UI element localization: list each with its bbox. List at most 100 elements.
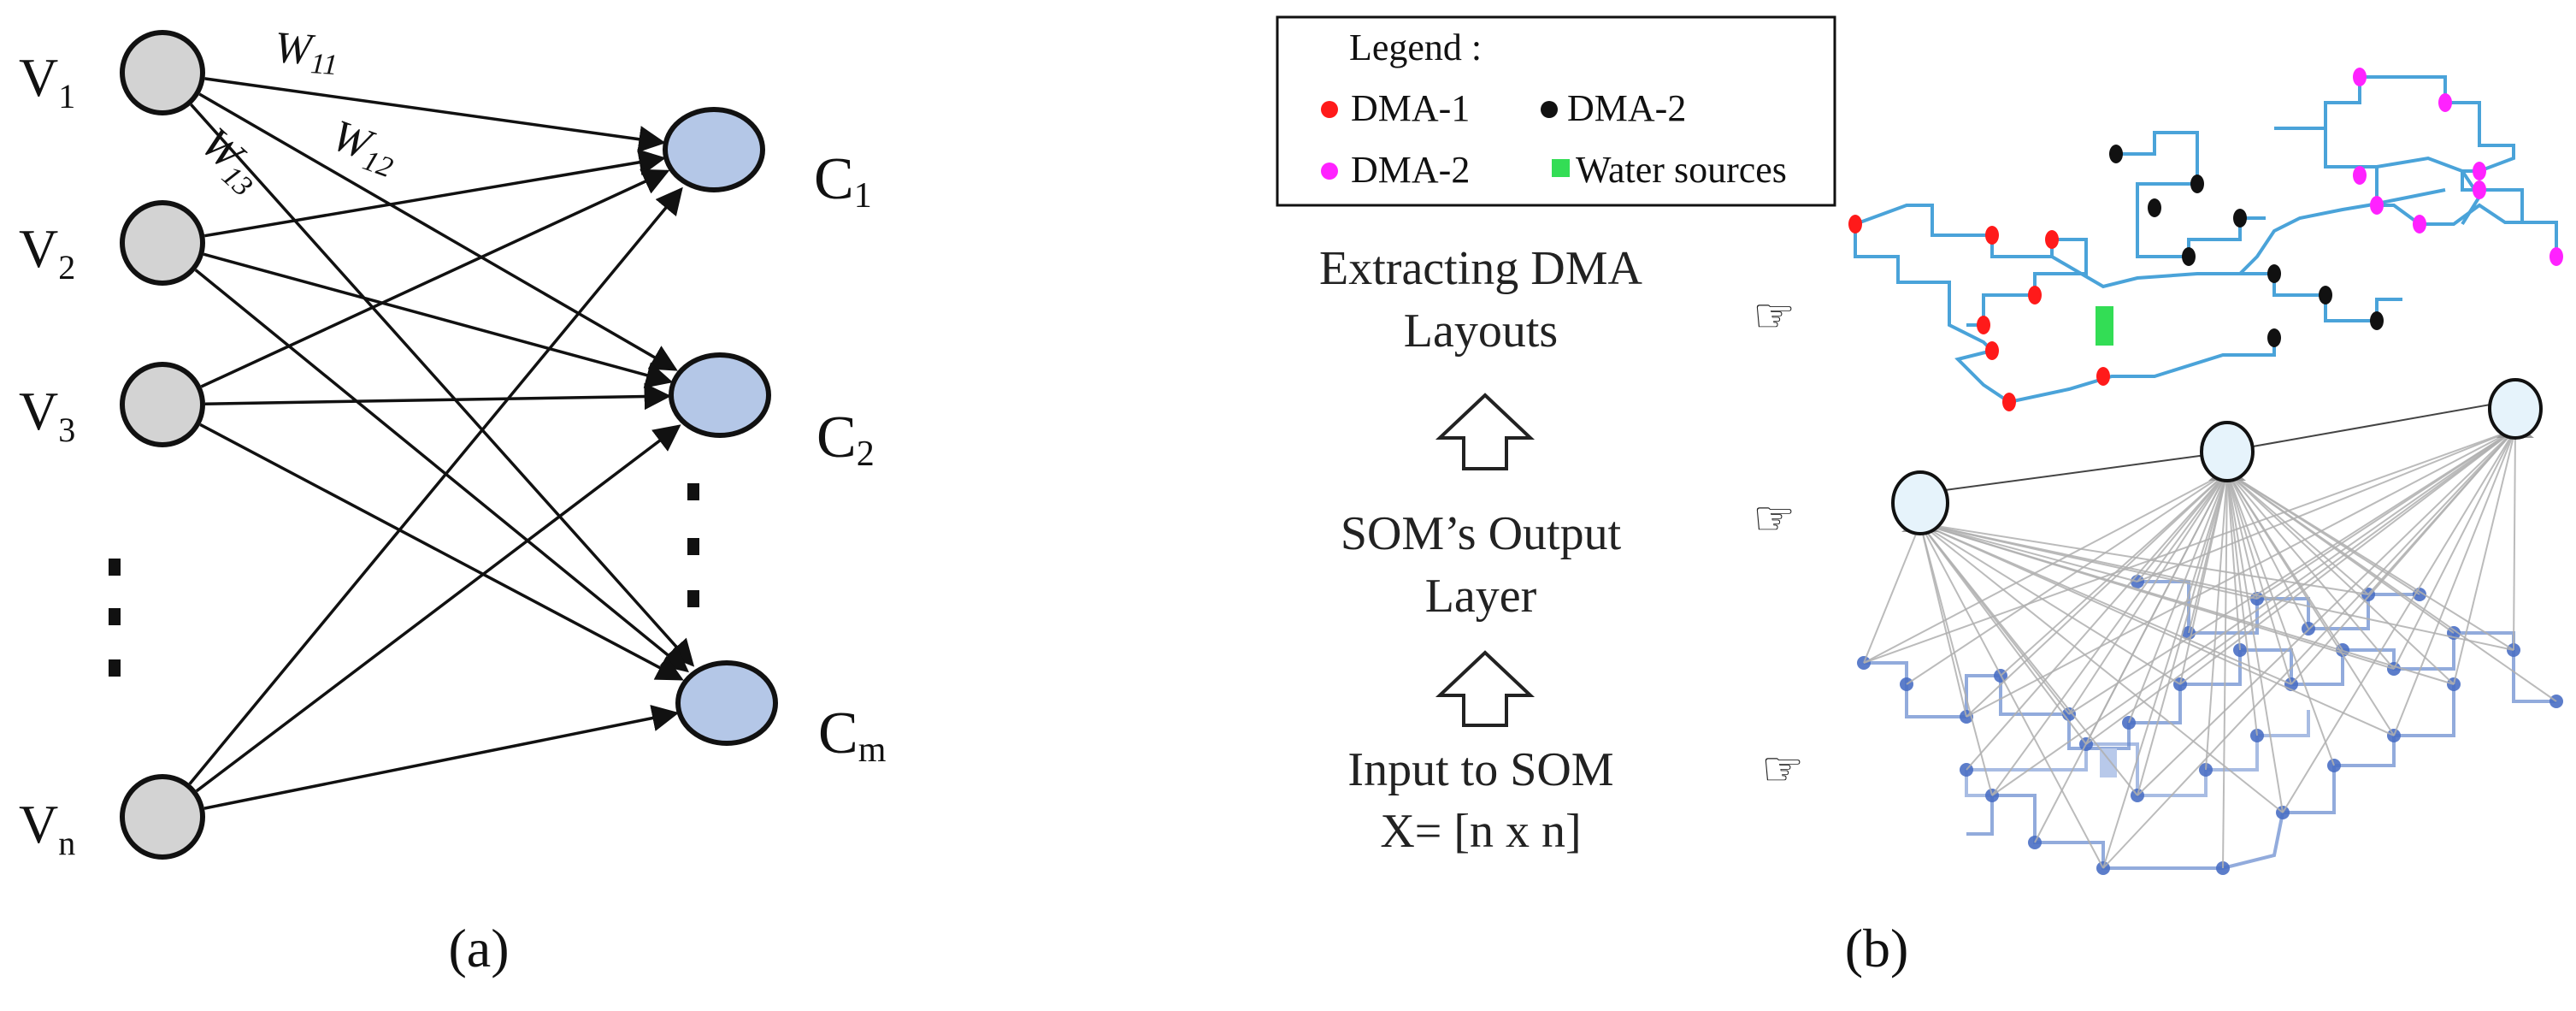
dma-node-2 [1985,226,1999,245]
ellipsis-dot-left-2 [109,608,121,625]
input-network-pipes-lower [1966,684,2455,870]
som-link-12 [1919,523,1993,796]
dma-pipes-northeast-2 [2324,128,2531,226]
dma-node-4 [2028,286,2042,304]
som-link-15 [1919,523,2395,736]
dma-node-18 [2353,68,2367,86]
legend-title: Legend : [1349,27,1482,68]
connection-v1-c1 [204,77,666,153]
som-link-56 [2393,429,2516,670]
som-output-neuron-2 [2200,421,2255,482]
som-link-39 [1966,471,2228,771]
som-link-28 [2226,471,2395,670]
legend-marker-dma2-magenta [1321,163,1338,180]
som-link-51 [1863,429,2516,664]
som-link-14 [1919,523,2284,813]
step-som-line1: SOM’s Output [1341,507,1622,560]
dma-node-22 [2413,215,2426,234]
connection-v1-c2 [198,92,678,371]
som-link-45 [2226,471,2335,766]
som-link-57 [2513,429,2516,651]
connection-v1-cm [190,103,695,667]
som-link-64 [2282,429,2516,813]
dma-node-24 [2549,247,2563,266]
connection-v3-c2 [204,382,672,411]
som-link-9 [1919,523,2258,600]
som-link-34 [2226,471,2258,600]
legend-label-dma2-magenta: DMA-2 [1351,149,1470,191]
dma-node-8 [2002,393,2016,411]
dma-water-source [2096,306,2113,346]
som-link-38 [2226,471,2455,685]
output-node-c1 [663,107,765,192]
som-links [1863,423,2557,869]
input-label-v3: V3 [19,381,75,449]
dma-node-15 [2319,286,2332,304]
ellipsis-dot-right-3 [687,590,699,607]
dma-node-14 [2267,264,2281,283]
som-link-31 [2226,471,2557,702]
som-link-25 [2226,471,2241,651]
dma-node-13 [2233,209,2247,228]
connection-vn-c2 [195,424,681,793]
som-link-59 [2256,429,2516,600]
som-link-36 [2226,471,2369,595]
output-label-c2: C2 [816,405,875,474]
som-link-58 [2137,429,2516,582]
dma-node-20 [2353,166,2367,185]
som-link-54 [2179,429,2516,685]
dma-node-25 [2473,162,2486,180]
som-link-67 [2085,429,2516,745]
som-link-1 [1863,523,1921,664]
step-input-line1: Input to SOM [1347,743,1613,796]
som-output-link-1-2 [1913,452,2219,495]
dma-pipes-northeast-3 [2376,156,2482,226]
panel-b-som-pipeline: Legend : DMA-1 DMA-2 DMA-2 Water sources… [1276,15,2563,978]
legend-marker-water-sources [1552,159,1570,177]
input-network-water-source [2100,748,2117,777]
som-link-62 [1991,429,2516,796]
pointer-hand-icon-som: ☞ [1753,491,1795,547]
som-link-20 [1966,471,2228,718]
connection-v2-c2 [203,252,674,388]
som-link-23 [2128,471,2228,724]
dma-layout-nodes [1848,68,2563,411]
som-link-11 [1919,523,2455,685]
output-node-c2 [669,352,771,438]
som-link-35 [2226,471,2309,630]
som-link-19 [1906,471,2228,685]
caption-b: (b) [1845,918,1909,978]
dma-node-9 [2109,145,2123,163]
weight-label-w13: W13 [188,119,274,204]
som-link-60 [2367,429,2516,595]
connection-v3-cm [199,423,684,681]
panel-a-connections [188,77,695,810]
ellipsis-dot-left-3 [109,659,121,677]
ellipsis-dot-left-1 [109,559,121,576]
connection-vn-c1 [188,186,683,785]
output-node-cm [675,660,778,746]
som-output-neuron-1 [1891,470,1949,535]
dma-pipes-center [2116,131,2266,258]
som-link-52 [1966,429,2516,718]
som-link-46 [2226,471,2395,736]
som-link-61 [2453,429,2516,685]
legend-label-water-sources: Water sources [1576,149,1787,191]
input-node-v1 [120,30,205,115]
input-network-pipes [1864,631,2556,750]
som-link-4 [1919,523,2181,685]
output-label-c1: C1 [814,146,872,216]
som-link-22 [2068,471,2228,715]
dma-layout [1848,68,2563,411]
som-link-18 [1863,471,2228,664]
ellipsis-dot-right-2 [687,538,699,555]
up-arrow-lower [1435,650,1536,727]
step-input-line2: X= [n x n] [1380,805,1581,858]
som-link-66 [2137,429,2516,796]
legend-label-dma2-black: DMA-2 [1567,87,1686,129]
som-link-63 [2102,429,2516,869]
som-link-42 [2102,471,2228,869]
dma-node-3 [2045,230,2059,249]
som-link-26 [2226,471,2292,685]
dma-node-19 [2438,93,2452,112]
